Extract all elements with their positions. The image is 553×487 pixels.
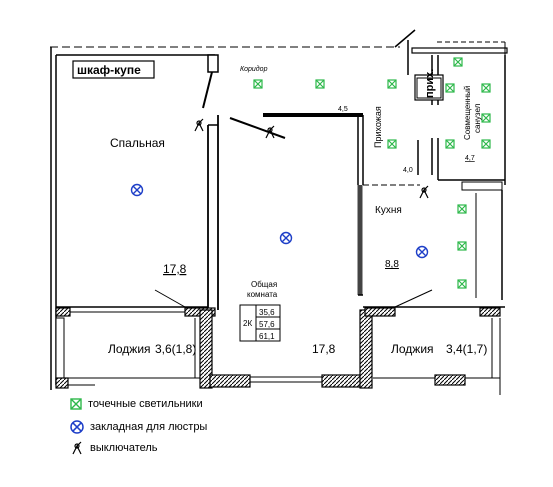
spot-light-icon [481, 83, 491, 93]
switch-icon [419, 185, 429, 199]
legend-label: закладная для люстры [90, 421, 208, 433]
spot-light-icon [70, 398, 82, 410]
area-table-value: 35,6 [259, 308, 275, 317]
spot-light-icon [253, 79, 263, 89]
loggia-left-area: 3,6(1,8) [155, 342, 196, 356]
spot-light-icon [387, 139, 397, 149]
switch-icon [265, 125, 275, 139]
legend-label: точечные светильники [88, 398, 203, 410]
bathroom-area: 4,7 [465, 155, 475, 162]
hallway-label: Прихожая [373, 106, 383, 148]
bathroom-label: санузел [473, 103, 482, 133]
living-area: 17,8 [312, 342, 336, 356]
legend-chandelier: закладная для люстры [70, 420, 207, 434]
loggia-right-label: Лоджия [391, 342, 434, 356]
bedroom-label: Спальная [110, 136, 165, 150]
wardrobe-label: шкаф-купе [77, 63, 141, 77]
loggia-left-label: Лоджия [108, 342, 151, 356]
area-table-value: 57,6 [259, 320, 275, 329]
bedroom-area: 17,8 [163, 262, 187, 276]
legend-label: выключатель [90, 442, 158, 454]
area-table-value: 61,1 [259, 332, 275, 341]
chandelier-icon [70, 420, 84, 434]
hallway-width-label: 4,0 [403, 167, 413, 174]
area-table: 2К 35,6 57,6 61,1 [239, 304, 281, 342]
chandelier-icon [279, 231, 293, 245]
hatched-walls [55, 307, 501, 389]
living-room-label: комната [247, 290, 278, 299]
kitchen-label: Кухня [375, 205, 402, 216]
chandelier-icon [130, 183, 144, 197]
spot-light-icon [481, 139, 491, 149]
spot-light-icon [481, 113, 491, 123]
loggia-right-area: 3,4(1,7) [446, 342, 487, 356]
corridor-width-label: 4,5 [338, 106, 348, 113]
spot-light-icon [457, 279, 467, 289]
area-table-type: 2К [243, 319, 252, 328]
spot-light-icon [453, 57, 463, 67]
spot-light-icon [445, 83, 455, 93]
spot-lights [253, 57, 491, 289]
living-room-label: Общая [251, 280, 277, 289]
chandelier-icon [415, 245, 429, 259]
kitchen-area: 8,8 [385, 259, 399, 270]
spot-light-icon [315, 79, 325, 89]
prih-label: прих. [424, 69, 436, 98]
bathroom-label: Совмещенный [463, 86, 472, 140]
switch-icons [194, 118, 429, 199]
switch-icon [194, 118, 204, 132]
corridor-label: Коридор [240, 65, 268, 73]
switch-icon [72, 441, 82, 455]
spot-light-icon [387, 79, 397, 89]
spot-light-icon [457, 241, 467, 251]
chandelier-points [130, 183, 429, 259]
legend-switch: выключатель [70, 441, 158, 455]
legend-spot-lights: точечные светильники [70, 398, 203, 410]
spot-light-icon [457, 204, 467, 214]
spot-light-icon [445, 139, 455, 149]
